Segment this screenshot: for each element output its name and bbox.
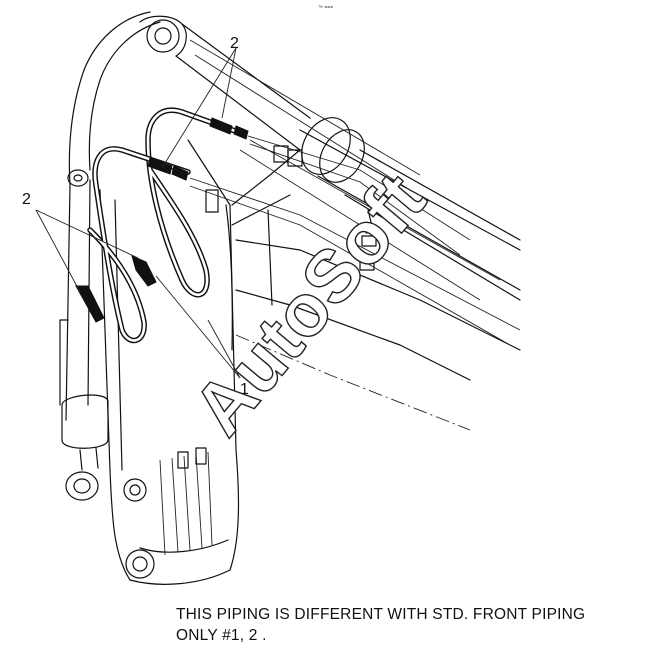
watermark: AutoSoft: [177, 158, 441, 451]
note-line-1: THIS PIPING IS DIFFERENT WITH STD. FRONT…: [176, 606, 586, 623]
hose-assemblies: [75, 107, 521, 346]
callout-2-left: 2: [22, 191, 31, 208]
callout-1-lower: 1: [240, 381, 249, 398]
boom-body: [68, 11, 521, 585]
top-mark: ™ ===: [318, 5, 333, 11]
callout-2-upper: 2: [230, 35, 239, 52]
note-line-2: ONLY #1, 2 .: [176, 627, 267, 644]
piping-note: THIS PIPING IS DIFFERENT WITH STD. FRONT…: [176, 604, 651, 646]
callout-leaders: [35, 47, 241, 379]
boom-cylinder: [189, 39, 521, 301]
